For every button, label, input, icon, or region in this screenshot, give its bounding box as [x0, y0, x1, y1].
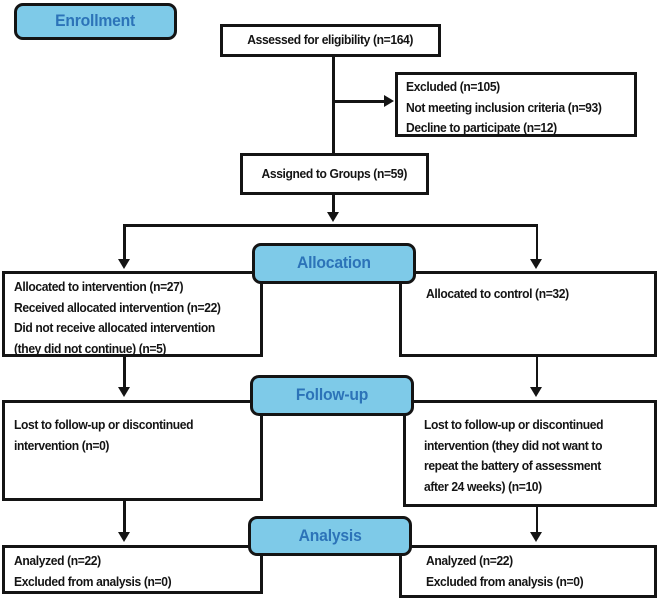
analysis-control-box: Analyzed (n=22) Excluded from analysis (… [399, 545, 657, 598]
connector-followup-to-analysis-left [123, 499, 126, 533]
followup-intervention-box: Lost to follow-up or discontinued interv… [2, 400, 263, 501]
assigned-box: Assigned to Groups (n=59) [240, 153, 429, 195]
allocation-stage-badge: Allocation [252, 243, 416, 284]
arrowhead-analysis-left [117, 532, 130, 542]
connector-alloc-to-followup-right [535, 355, 538, 388]
allocation-intervention-line: Did not receive allocated intervention [14, 320, 215, 335]
arrowhead-excluded [384, 95, 394, 107]
analysis-intervention-line: Analyzed (n=22) [14, 553, 101, 568]
followup-control-line: after 24 weeks) (n=10) [424, 478, 542, 494]
followup-intervention-line: Lost to follow-up or discontinued [14, 417, 194, 432]
analysis-stage-badge: Analysis [248, 516, 412, 556]
arrowhead-assigned-split [326, 212, 339, 222]
analysis-intervention-line: Excluded from analysis (n=0) [14, 573, 172, 589]
connector-eligibility-to-assigned [332, 57, 335, 154]
enrollment-stage-label: Enrollment [55, 12, 136, 30]
arrowhead-followup-right [530, 387, 542, 397]
excluded-box: Excluded (n=105) Not meeting inclusion c… [395, 72, 637, 137]
allocation-control-box: Allocated to control (n=32) [399, 271, 657, 357]
allocation-intervention-line: Received allocated intervention (n=22) [14, 299, 221, 315]
followup-control-box: Lost to follow-up or discontinued interv… [403, 400, 657, 507]
excluded-line: Excluded (n=105) [406, 79, 500, 94]
excluded-line: Decline to participate (n=12) [406, 120, 557, 135]
followup-intervention-line: intervention (n=0) [14, 437, 110, 453]
followup-stage-label: Follow-up [295, 386, 369, 404]
enrollment-stage-badge: Enrollment [14, 3, 177, 40]
analysis-control-line: Analyzed (n=22) [426, 553, 513, 568]
assigned-text: Assigned to Groups (n=59) [261, 165, 408, 181]
followup-control-line: Lost to follow-up or discontinued [424, 417, 604, 432]
allocation-intervention-line: (they did not continue) (n=5) [14, 340, 167, 356]
analysis-control-line: Excluded from analysis (n=0) [426, 573, 584, 589]
followup-control-line: repeat the battery of assessment [424, 458, 601, 473]
connector-assigned-down [332, 195, 335, 213]
connector-split-left [123, 224, 126, 260]
allocation-control-line: Allocated to control (n=32) [426, 286, 569, 301]
analysis-stage-label: Analysis [298, 526, 362, 545]
connector-split-right [535, 224, 538, 260]
followup-stage-badge: Follow-up [250, 375, 414, 416]
analysis-intervention-box: Analyzed (n=22) Excluded from analysis (… [2, 545, 263, 594]
allocation-intervention-line: Allocated to intervention (n=27) [14, 279, 184, 294]
eligibility-box: Assessed for eligibility (n=164) [220, 24, 441, 57]
arrowhead-alloc-left [117, 259, 130, 269]
connector-followup-to-analysis-right [535, 505, 538, 533]
excluded-line: Not meeting inclusion criteria (n=93) [406, 99, 602, 115]
allocation-stage-label: Allocation [297, 254, 371, 272]
arrowhead-alloc-right [530, 259, 542, 269]
arrowhead-analysis-right [530, 532, 542, 542]
followup-control-line: intervention (they did not want to [424, 437, 603, 453]
connector-to-excluded [332, 100, 386, 103]
arrowhead-followup-left [117, 387, 130, 397]
connector-split-horizontal [123, 224, 538, 227]
eligibility-text: Assessed for eligibility (n=164) [247, 32, 414, 48]
connector-alloc-to-followup-left [123, 355, 126, 388]
allocation-intervention-box: Allocated to intervention (n=27) Receive… [2, 271, 263, 357]
